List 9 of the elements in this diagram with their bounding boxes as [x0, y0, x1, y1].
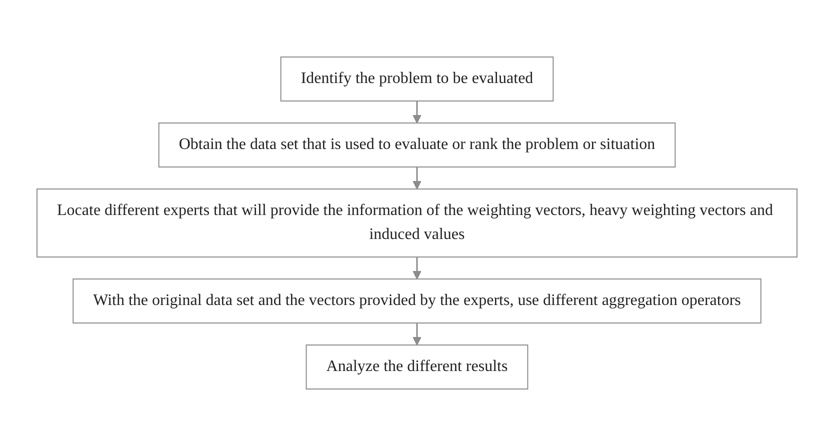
arrow	[412, 322, 422, 345]
node-box: With the original data set and the vectors provided by the experts, use different aggregation operators	[72, 278, 762, 323]
node-box: Locate different experts that will provide the information of the weighting vectors, heavy weighting vectors and induced values	[36, 188, 798, 257]
node-box: Analyze the different results	[306, 344, 528, 389]
arrow	[412, 100, 422, 123]
arrow	[412, 256, 422, 279]
node-box: Identify the problem to be evaluated	[280, 56, 554, 101]
node-box: Obtain the data set that is used to evaluate or rank the problem or situation	[158, 122, 676, 167]
arrow	[412, 166, 422, 189]
